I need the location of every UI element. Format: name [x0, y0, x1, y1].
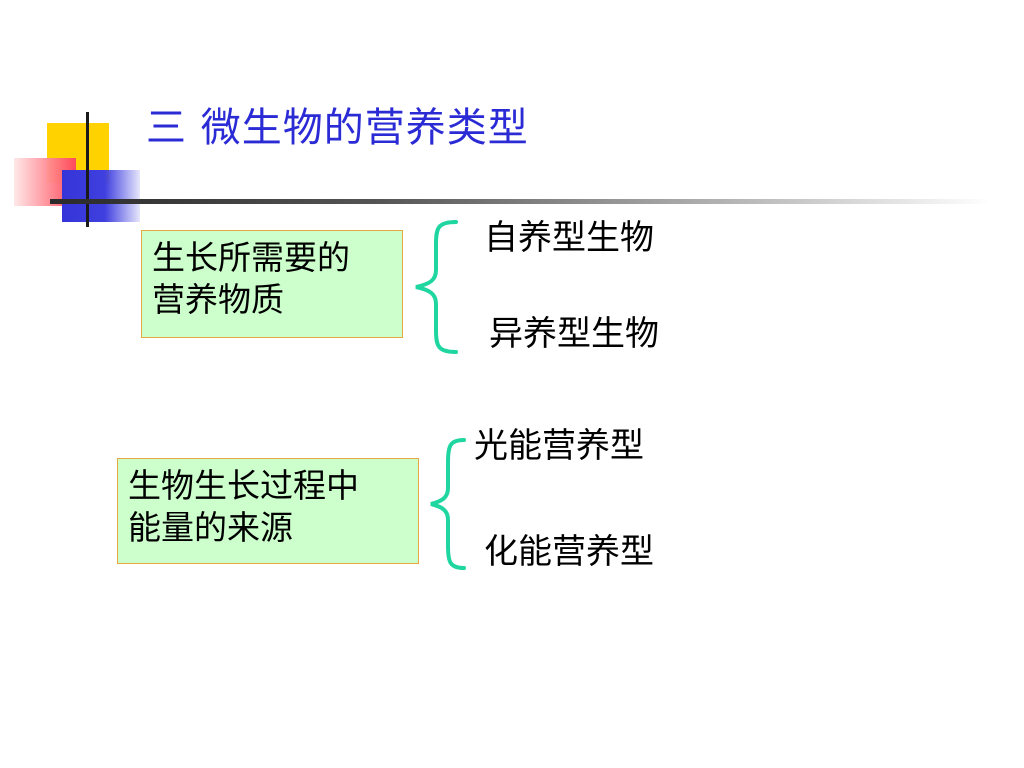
curly-brace-icon	[430, 438, 466, 570]
decor-horizontal-rule	[50, 199, 990, 204]
type-autotroph: 自养型生物	[484, 218, 654, 258]
slide-title: 三 微生物的营养类型	[146, 105, 529, 151]
concept-box-line: 营养物质	[152, 280, 284, 319]
concept-box-line: 生长所需要的	[152, 238, 350, 277]
type-chemotroph: 化能营养型	[484, 532, 654, 572]
decor-vertical-line	[86, 112, 89, 227]
type-heterotroph: 异养型生物	[489, 314, 659, 354]
concept-box-line: 能量的来源	[128, 508, 293, 547]
concept-box-energy: 生物生长过程中 能量的来源	[117, 458, 419, 564]
concept-box-nutrient: 生长所需要的 营养物质	[141, 230, 403, 338]
curly-brace-icon	[415, 220, 458, 354]
type-phototroph: 光能营养型	[474, 426, 644, 466]
decor-blue-square	[62, 170, 140, 222]
concept-box-line: 生物生长过程中	[128, 466, 359, 505]
